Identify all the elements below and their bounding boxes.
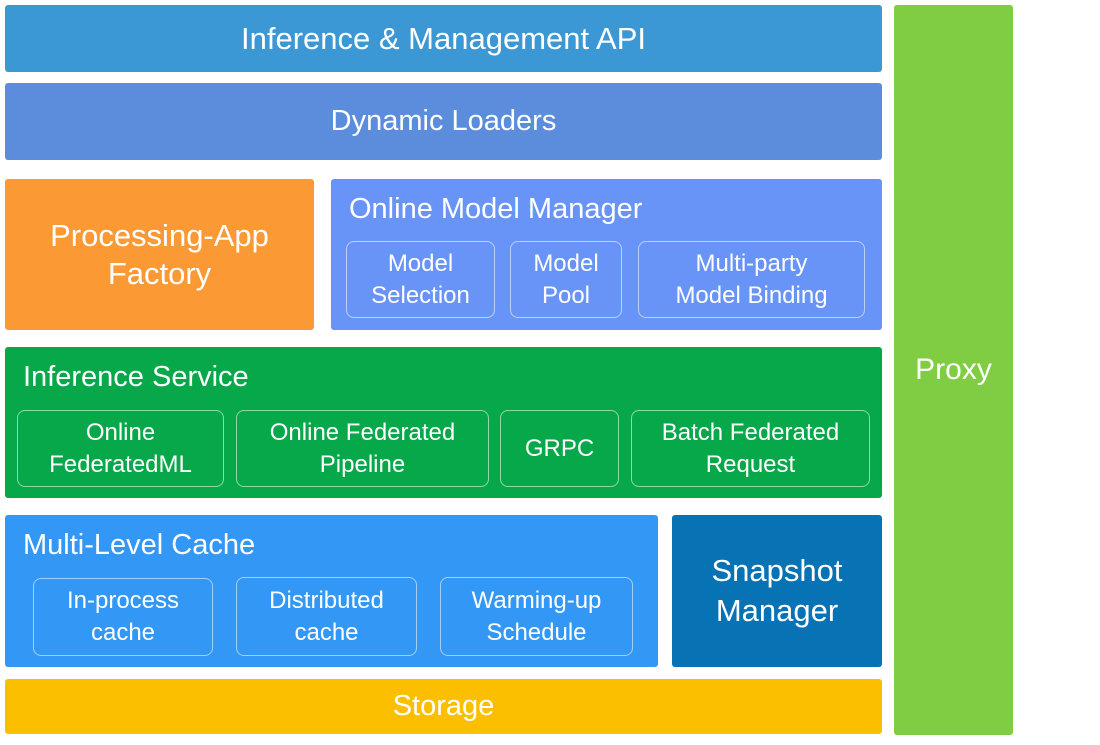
distributed-line2: cache — [294, 618, 359, 646]
in-process-cache-box: In-process cache — [33, 578, 213, 656]
online-federated-pipeline-box: Online Federated Pipeline — [236, 410, 489, 487]
inference-service-block: Inference Service Online FederatedML Onl… — [5, 347, 882, 498]
factory-label-line1: Processing-App — [50, 217, 269, 253]
inference-management-api-layer: Inference & Management API — [5, 5, 882, 72]
federatedml-line1: Online — [85, 418, 156, 446]
online-model-manager-block: Online Model Manager Model Selection Mod… — [331, 179, 882, 330]
model-selection-line2: Selection — [371, 281, 470, 309]
factory-label-line2: Factory — [107, 255, 212, 291]
storage-layer: Storage — [5, 679, 882, 734]
proxy-column: Proxy — [894, 5, 1013, 735]
in-process-line1: In-process — [66, 587, 180, 614]
in-process-line2: cache — [90, 619, 156, 646]
model-selection-box: Model Selection — [346, 241, 495, 318]
model-binding-line2: Model Binding — [675, 281, 828, 309]
batch-federated-request-box: Batch Federated Request — [631, 410, 870, 487]
distributed-line1: Distributed — [269, 586, 384, 614]
model-binding-line1: Multi-party — [695, 249, 808, 277]
snapshot-line2: Manager — [715, 593, 839, 628]
warming-up-schedule-box: Warming-up Schedule — [440, 577, 633, 656]
warming-up-line1: Warming-up — [471, 586, 602, 614]
pipeline-line1: Online Federated — [269, 418, 456, 446]
online-federatedml-box: Online FederatedML — [17, 410, 224, 487]
distributed-cache-box: Distributed cache — [236, 577, 417, 656]
proxy-label: Proxy — [915, 353, 992, 386]
snapshot-line1: Snapshot — [711, 553, 843, 588]
pipeline-line2: Pipeline — [319, 450, 406, 478]
model-pool-box: Model Pool — [510, 241, 622, 318]
inference-service-title: Inference Service — [23, 361, 249, 393]
warming-up-line2: Schedule — [486, 618, 587, 646]
api-label: Inference & Management API — [241, 20, 646, 56]
multi-level-cache-block: Multi-Level Cache In-process cache Distr… — [5, 515, 658, 667]
loaders-label: Dynamic Loaders — [330, 105, 557, 137]
model-pool-line2: Pool — [541, 281, 591, 309]
model-pool-line1: Model — [533, 249, 599, 277]
model-selection-line1: Model — [387, 249, 454, 277]
batch-request-line2: Request — [705, 450, 796, 478]
batch-request-line1: Batch Federated — [661, 418, 840, 446]
snapshot-manager-block: Snapshot Manager — [672, 515, 882, 667]
cache-title: Multi-Level Cache — [23, 529, 256, 561]
grpc-label: GRPC — [524, 434, 595, 462]
model-manager-title: Online Model Manager — [349, 193, 643, 225]
processing-app-factory-block: Processing-App Factory — [5, 179, 314, 330]
federatedml-line2: FederatedML — [49, 450, 192, 478]
grpc-box: GRPC — [500, 410, 619, 487]
storage-label: Storage — [392, 690, 495, 722]
dynamic-loaders-layer: Dynamic Loaders — [5, 83, 882, 160]
multi-party-model-binding-box: Multi-party Model Binding — [638, 241, 865, 318]
